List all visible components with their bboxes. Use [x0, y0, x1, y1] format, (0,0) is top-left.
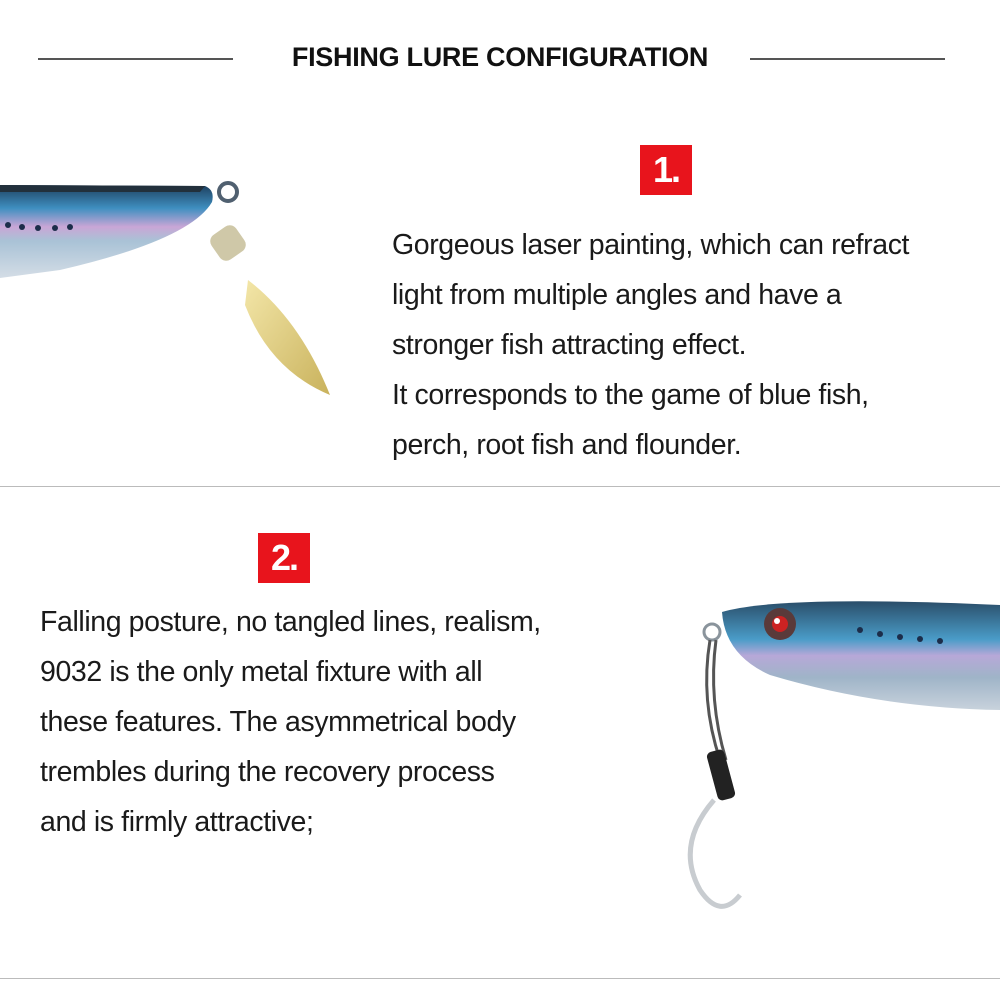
title-rule-left [38, 58, 233, 60]
feature-description-1: Gorgeous laser painting, which can refra… [392, 220, 909, 470]
page-title: FISHING LURE CONFIGURATION [291, 42, 709, 72]
text-line: these features. The asymmetrical body [40, 706, 516, 738]
feature-badge-2: 2. [258, 533, 310, 583]
section-divider [0, 978, 1000, 979]
text-line: perch, root fish and flounder. [392, 429, 742, 461]
text-line: trembles during the recovery process [40, 756, 495, 788]
feature-badge-1: 1. [640, 145, 692, 195]
text-line: It corresponds to the game of blue fish, [392, 379, 869, 411]
text-line: 9032 is the only metal fixture with all [40, 656, 483, 688]
section-divider [0, 486, 1000, 487]
text-line: stronger fish attracting effect. [392, 329, 747, 361]
lure-head-with-hook-image [687, 601, 1000, 909]
lure-tail-with-blade-image [0, 181, 330, 395]
text-line: and is firmly attractive; [40, 806, 314, 838]
text-line: Falling posture, no tangled lines, reali… [40, 606, 541, 638]
feature-description-2: Falling posture, no tangled lines, reali… [40, 597, 541, 847]
text-line: Gorgeous laser painting, which can refra… [392, 229, 910, 261]
text-line: light from multiple angles and have a [392, 279, 842, 311]
title-rule-right [750, 58, 945, 60]
